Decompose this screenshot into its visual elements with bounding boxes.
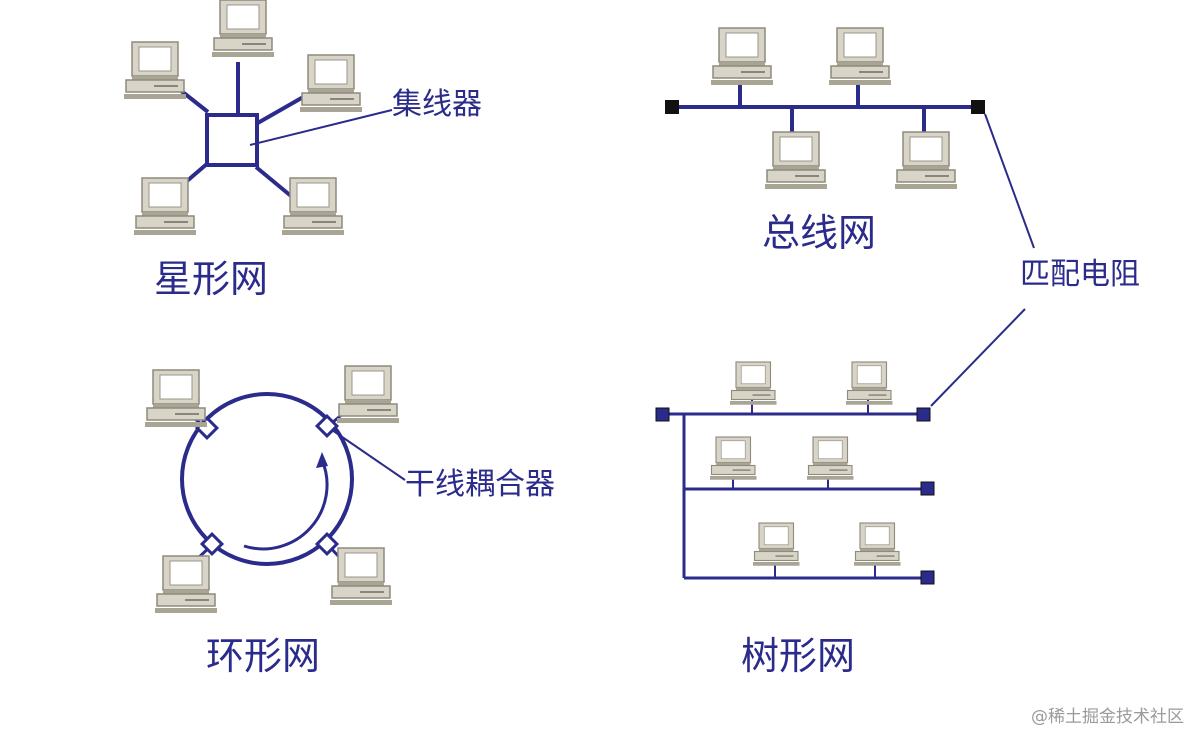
terminator-icon (665, 100, 679, 114)
coupler-icon (314, 413, 340, 439)
coupler-icon (194, 415, 220, 441)
coupler-label: 干线耦合器 (405, 467, 555, 502)
tree-network (663, 308, 1026, 580)
tree-computer (845, 361, 894, 406)
star-network-title: 星形网 (154, 257, 269, 301)
bus-computer (710, 27, 774, 86)
tree-computer (806, 436, 855, 481)
tree-computer (752, 522, 801, 567)
terminator-icon (920, 481, 935, 496)
star-network (173, 62, 393, 198)
bus-network-title: 总线网 (762, 211, 877, 255)
watermark: @稀土掘金技术社区 (1031, 707, 1184, 727)
hub-box (205, 113, 259, 167)
coupler-icon (199, 531, 225, 557)
coupler-icon (314, 531, 340, 557)
tree-computer (709, 436, 758, 481)
ring-computer-bottom-right (329, 547, 393, 606)
bus-computer (764, 131, 828, 190)
star-computer-top (211, 0, 275, 58)
tree-computer (853, 522, 902, 567)
terminator-icon (655, 407, 670, 422)
hub-label: 集线器 (392, 87, 482, 122)
tree-network-title: 树形网 (741, 634, 856, 678)
terminator-icon (971, 100, 985, 114)
ring-computer-top-left (144, 369, 208, 428)
bus-network (672, 82, 1035, 249)
terminator-label: 匹配电阻 (1020, 257, 1140, 292)
bus-computer (828, 27, 892, 86)
ring-computer-bottom-left (154, 555, 218, 614)
star-computer-top-left (123, 41, 187, 100)
star-computer-bottom-right (281, 177, 345, 236)
terminator-icon (916, 407, 931, 422)
ring-network-title: 环形网 (206, 634, 321, 678)
terminator-icon (920, 570, 935, 585)
ring-computer-top-right (336, 365, 400, 424)
bus-computer (894, 131, 958, 190)
tree-computer (729, 361, 778, 406)
star-computer-bottom-left (133, 177, 197, 236)
star-computer-top-right (299, 54, 363, 113)
